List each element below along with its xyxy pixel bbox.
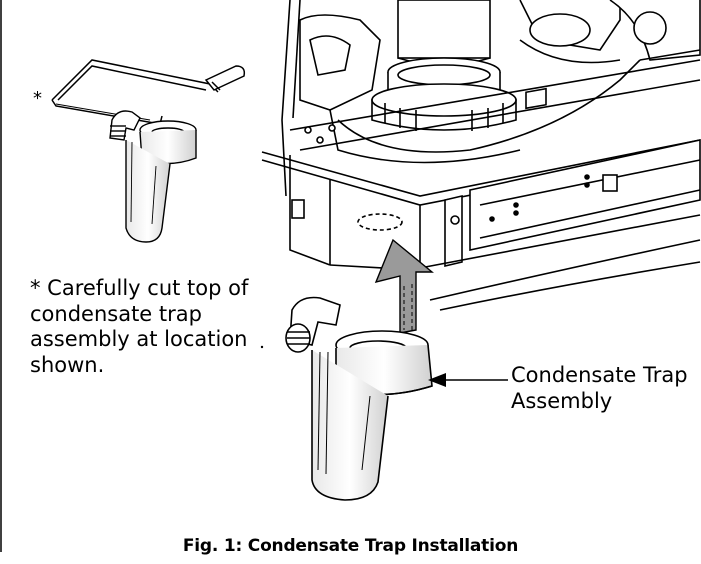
cut-instruction-note: * Carefully cut top of condensate trap a… bbox=[30, 276, 249, 377]
condensate-trap-callout: Condensate Trap Assembly bbox=[511, 362, 688, 414]
star-marker: * bbox=[33, 88, 42, 109]
small-trap-icon bbox=[109, 110, 197, 243]
arrow-up-icon bbox=[374, 238, 434, 334]
callout-label-line1: Condensate Trap bbox=[511, 363, 688, 387]
saw-icon bbox=[51, 59, 246, 125]
callout-arrow-icon bbox=[428, 373, 508, 387]
callout-label-line2: Assembly bbox=[511, 389, 613, 413]
figure-caption: Fig. 1: Condensate Trap Installation bbox=[182, 536, 519, 556]
boiler-unit bbox=[261, 0, 701, 311]
condensate-trap-large bbox=[285, 296, 433, 501]
